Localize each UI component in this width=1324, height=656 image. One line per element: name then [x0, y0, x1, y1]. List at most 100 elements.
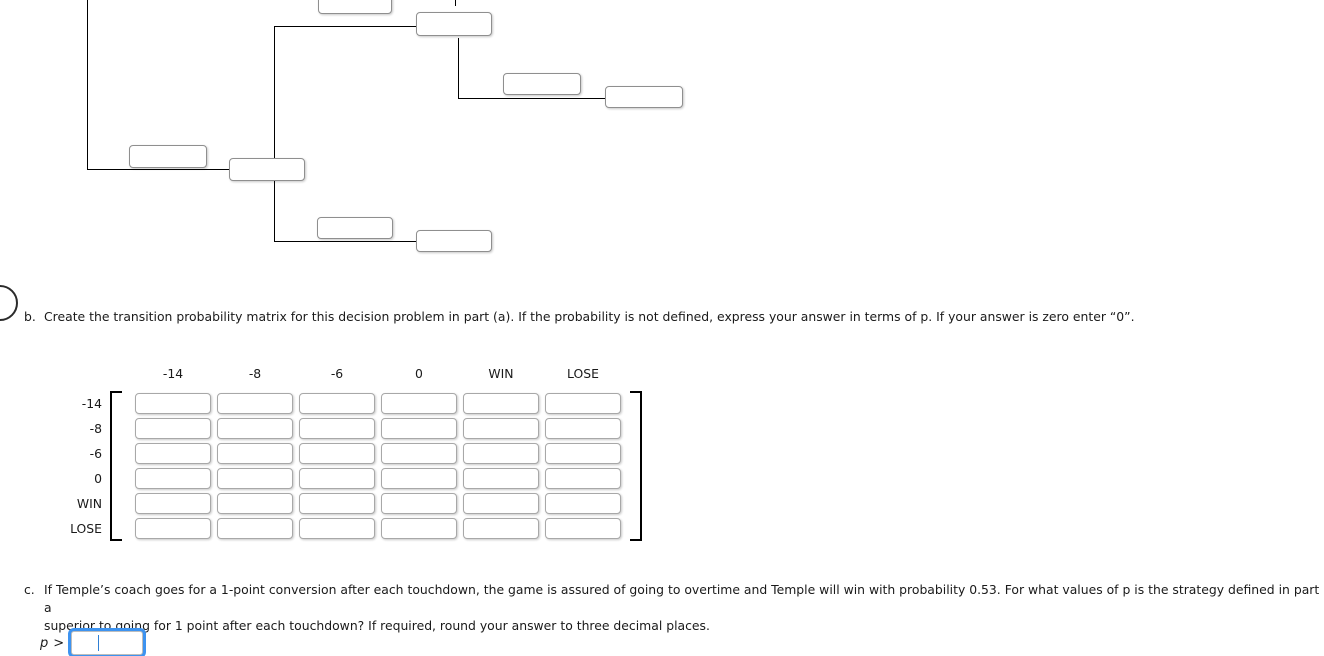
- matrix-cell-wrap-r4c4: [460, 491, 542, 516]
- question-b-text: Create the transition probability matrix…: [44, 309, 1135, 324]
- matrix-cell-wrap-r3c1: [214, 466, 296, 491]
- matrix-row-label-2: -6: [89, 446, 102, 461]
- tree-node-box-2[interactable]: [416, 12, 492, 36]
- matrix-row-label-4: WIN: [76, 496, 102, 511]
- matrix-cell-wrap-r5c1: [214, 516, 296, 541]
- matrix-cell-r2c1[interactable]: [217, 443, 293, 464]
- matrix-cell-r3c5[interactable]: [545, 468, 621, 489]
- tree-edge-right-horizontal: [458, 98, 613, 99]
- tree-node-box-8[interactable]: [416, 230, 492, 252]
- matrix-cell-r2c0[interactable]: [135, 443, 211, 464]
- tree-edge-top-stub-vertical: [455, 0, 456, 6]
- matrix-cell-wrap-r4c1: [214, 491, 296, 516]
- matrix-cell-r4c2[interactable]: [299, 493, 375, 514]
- matrix-cell-r2c3[interactable]: [381, 443, 457, 464]
- matrix-cell-r3c2[interactable]: [299, 468, 375, 489]
- answer-input[interactable]: [71, 631, 144, 655]
- question-b: b. Create the transition probability mat…: [24, 308, 1135, 326]
- question-c-line2: superior to going for 1 point after each…: [44, 618, 710, 633]
- tree-node-box-3[interactable]: [503, 73, 581, 95]
- tree-node-box-4[interactable]: [605, 86, 683, 108]
- tree-edge-upper-horizontal: [274, 26, 464, 27]
- matrix-cell-wrap-r1c1: [214, 416, 296, 441]
- matrix-cell-r1c2[interactable]: [299, 418, 375, 439]
- matrix-cell-wrap-r5c2: [296, 516, 378, 541]
- matrix-cell-r3c0[interactable]: [135, 468, 211, 489]
- matrix-cell-r2c4[interactable]: [463, 443, 539, 464]
- matrix-cell-wrap-r0c3: [378, 391, 460, 416]
- matrix-cell-wrap-r5c4: [460, 516, 542, 541]
- matrix-cell-r5c5[interactable]: [545, 518, 621, 539]
- matrix-cell-r4c1[interactable]: [217, 493, 293, 514]
- matrix-cell-wrap-r5c5: [542, 516, 624, 541]
- matrix-cell-r0c5[interactable]: [545, 393, 621, 414]
- matrix-row-labels: -14 -8 -6 0 WIN LOSE: [40, 391, 102, 541]
- matrix-cell-r5c2[interactable]: [299, 518, 375, 539]
- matrix-cell-r4c3[interactable]: [381, 493, 457, 514]
- matrix-col-header-5: LOSE: [567, 366, 599, 381]
- tree-edge-right-vertical: [458, 38, 459, 98]
- matrix-cell-wrap-r0c0: [132, 391, 214, 416]
- greater-than-symbol: >: [53, 635, 65, 651]
- matrix-cell-wrap-r2c1: [214, 441, 296, 466]
- matrix-cell-r1c5[interactable]: [545, 418, 621, 439]
- matrix-cell-wrap-r0c5: [542, 391, 624, 416]
- matrix-cell-r3c1[interactable]: [217, 468, 293, 489]
- matrix-cell-r3c4[interactable]: [463, 468, 539, 489]
- matrix-cell-r0c0[interactable]: [135, 393, 211, 414]
- matrix-left-bracket: [110, 391, 122, 541]
- tree-node-box-7[interactable]: [317, 217, 393, 239]
- tree-edge-mid-vertical: [274, 26, 275, 241]
- matrix-col-header-3: 0: [415, 366, 423, 381]
- matrix-cell-r5c4[interactable]: [463, 518, 539, 539]
- matrix-cell-r0c2[interactable]: [299, 393, 375, 414]
- tree-edge-root-horizontal: [87, 169, 247, 170]
- matrix-column-headers: -14 -8 -6 0 WIN LOSE: [132, 366, 624, 381]
- answer-row: p >: [40, 631, 144, 655]
- matrix-cell-r0c1[interactable]: [217, 393, 293, 414]
- matrix-cell-r2c2[interactable]: [299, 443, 375, 464]
- tree-node-box-5[interactable]: [129, 145, 207, 168]
- tree-edge-lower-horizontal: [274, 241, 424, 242]
- tree-node-box-6[interactable]: [229, 158, 305, 181]
- question-c-label: c.: [24, 582, 35, 597]
- decision-tree-diagram: [0, 0, 760, 262]
- matrix-row-label-3: 0: [94, 471, 102, 486]
- matrix-cell-wrap-r5c3: [378, 516, 460, 541]
- matrix-row-label-0: -14: [81, 396, 102, 411]
- matrix-cell-r5c1[interactable]: [217, 518, 293, 539]
- matrix-col-header-1: -8: [248, 366, 262, 381]
- matrix-cell-wrap-r1c2: [296, 416, 378, 441]
- matrix-cell-wrap-r3c5: [542, 466, 624, 491]
- matrix-cell-r1c1[interactable]: [217, 418, 293, 439]
- matrix-cell-r2c5[interactable]: [545, 443, 621, 464]
- matrix-cell-r4c0[interactable]: [135, 493, 211, 514]
- matrix-cell-wrap-r1c4: [460, 416, 542, 441]
- matrix-cell-r0c3[interactable]: [381, 393, 457, 414]
- question-c-line1: If Temple’s coach goes for a 1-point con…: [44, 582, 1320, 615]
- matrix-col-header-2: -6: [330, 366, 344, 381]
- matrix-cell-wrap-r2c5: [542, 441, 624, 466]
- matrix-cell-wrap-r5c0: [132, 516, 214, 541]
- matrix-cell-r1c4[interactable]: [463, 418, 539, 439]
- matrix-col-header-0: -14: [162, 366, 184, 381]
- matrix-cell-r3c3[interactable]: [381, 468, 457, 489]
- matrix-cell-r5c0[interactable]: [135, 518, 211, 539]
- matrix-cell-wrap-r4c5: [542, 491, 624, 516]
- matrix-cell-r0c4[interactable]: [463, 393, 539, 414]
- matrix-cell-wrap-r2c3: [378, 441, 460, 466]
- matrix-cell-r1c3[interactable]: [381, 418, 457, 439]
- matrix-cell-wrap-r4c3: [378, 491, 460, 516]
- tree-edge-root-vertical: [87, 0, 88, 169]
- matrix-cell-r4c4[interactable]: [463, 493, 539, 514]
- matrix-cell-wrap-r3c4: [460, 466, 542, 491]
- matrix-cell-r5c3[interactable]: [381, 518, 457, 539]
- matrix-row-label-1: -8: [89, 421, 102, 436]
- tree-node-box-1[interactable]: [318, 0, 392, 14]
- matrix-cell-wrap-r0c4: [460, 391, 542, 416]
- question-b-label: b.: [24, 309, 36, 324]
- matrix-cell-wrap-r0c2: [296, 391, 378, 416]
- matrix-cell-r1c0[interactable]: [135, 418, 211, 439]
- matrix-cell-wrap-r3c0: [132, 466, 214, 491]
- matrix-cell-r4c5[interactable]: [545, 493, 621, 514]
